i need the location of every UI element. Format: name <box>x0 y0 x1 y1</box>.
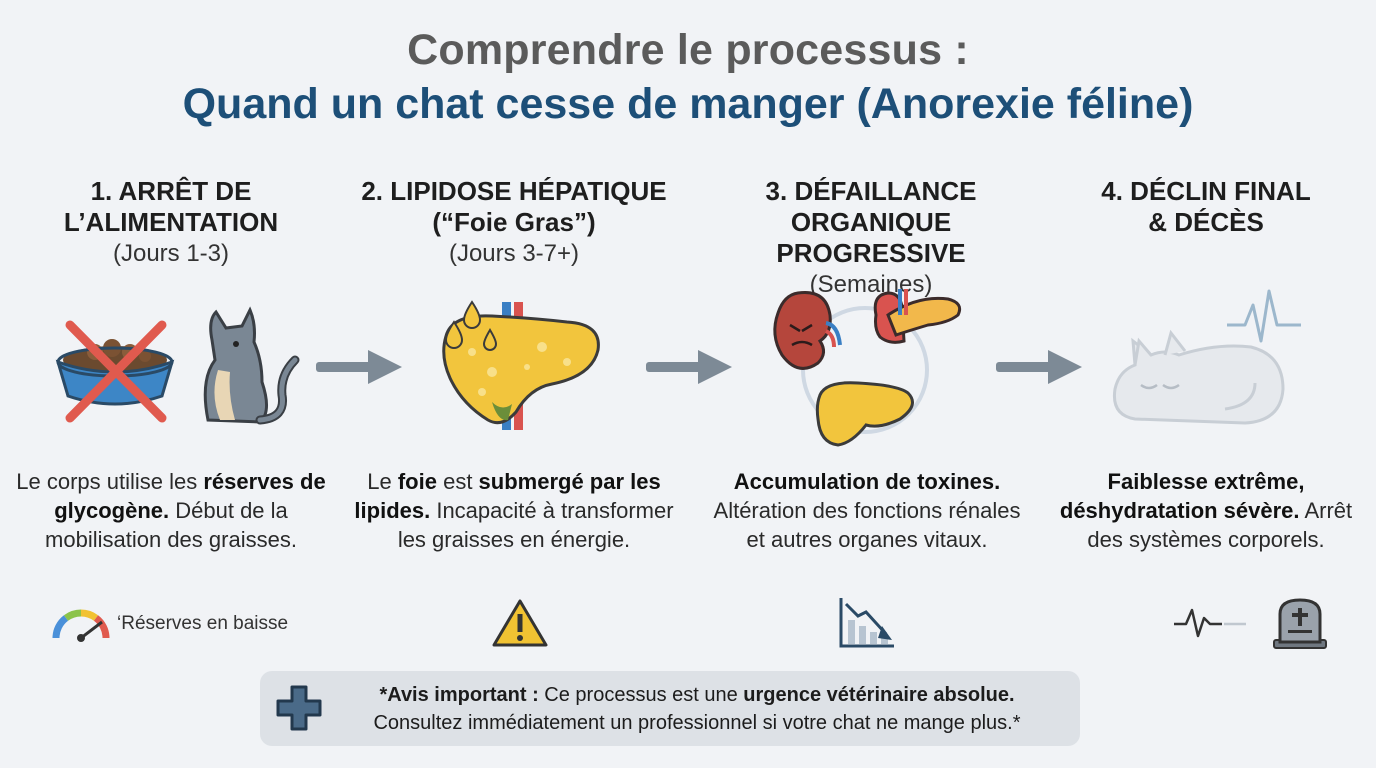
step-2-illustration <box>442 300 600 430</box>
fat-droplet-icon <box>444 300 498 351</box>
description-segment: Incapacité à transformer les graisses en… <box>397 498 674 552</box>
gauge-label: ‘Réserves en baisse <box>117 613 289 634</box>
page-title-line2: Quand un chat cesse de manger (Anorexie … <box>182 80 1194 128</box>
description-segment: Faiblesse extrême, déshydratation sévère… <box>1059 469 1305 523</box>
description-segment: Arrêt des systèmes corporels. <box>1087 498 1353 552</box>
warning-icon <box>492 599 548 647</box>
liver-icon <box>815 381 914 447</box>
description-segment: Début de la mobilisation des graisses. <box>45 498 297 552</box>
flatline-icon <box>1174 608 1246 638</box>
step-2-header: 2. LIPIDOSE HÉPATIQUE (“Foie Gras”) (Jou… <box>349 176 679 269</box>
description-segment: Le <box>367 469 398 494</box>
notice-emphasis: urgence vétérinaire absolue. <box>743 684 1015 706</box>
description-segment: submergé par les lipides. <box>354 469 661 523</box>
notice-prefix: *Avis important : <box>379 684 539 706</box>
description-segment: réserves de glycogène. <box>54 469 326 523</box>
step-3-title: 3. DÉFAILLANCE ORGANIQUE PROGRESSIVE <box>765 176 977 268</box>
step-4-header: 4. DÉCLIN FINAL & DÉCÈS <box>1041 176 1371 238</box>
page-title-line1: Comprendre le processus : <box>407 26 969 74</box>
tombstone-icon <box>1273 598 1327 649</box>
kidney-icon <box>773 290 842 370</box>
step-1-header: 1. ARRÊT DE L’ALIMENTATION (Jours 1-3) <box>6 176 336 269</box>
crossed-out-icon <box>65 320 167 423</box>
fatty-liver-icon <box>442 302 600 430</box>
step-2-title: 2. LIPIDOSE HÉPATIQUE (“Foie Gras”) <box>361 176 667 237</box>
notice-line-1: *Avis important : Ce processus est une u… <box>322 681 1072 709</box>
heartbeat-icon <box>1227 289 1301 343</box>
step-4-title: 4. DÉCLIN FINAL & DÉCÈS <box>1101 176 1311 237</box>
step-4-illustration <box>1112 289 1301 425</box>
description-segment: Le corps utilise les <box>16 469 204 494</box>
notice-text: *Avis important : Ce processus est une u… <box>322 681 1072 737</box>
step-4-description: Faiblesse extrême, déshydratation sévère… <box>1041 467 1371 554</box>
step-3-description: Accumulation de toxines. Altération des … <box>702 467 1032 554</box>
step-3-header: 3. DÉFAILLANCE ORGANIQUE PROGRESSIVE (Se… <box>706 176 1036 300</box>
description-segment: Altération des fonctions rénales et autr… <box>713 498 1021 552</box>
sleeping-cat-icon <box>1112 329 1285 425</box>
step-2-duration: (Jours 3-7+) <box>448 240 580 267</box>
arrow-3-icon <box>996 350 1082 384</box>
declining-chart-icon <box>839 598 894 648</box>
step-1-duration: (Jours 1-3) <box>112 240 230 267</box>
description-segment: est <box>436 469 479 494</box>
notice-middle: Ce processus est une <box>538 684 744 706</box>
notice-line-2: Consultez immédiatement un professionnel… <box>373 712 1021 734</box>
step-1-illustration <box>55 306 300 425</box>
important-notice: *Avis important : Ce processus est une u… <box>260 671 1080 746</box>
description-segment: foie <box>397 469 437 494</box>
arrow-2-icon <box>646 350 732 384</box>
step-3-duration: (Semaines) <box>809 271 933 298</box>
sitting-cat-icon <box>203 306 300 425</box>
step-3-illustration <box>773 289 962 447</box>
step-2-description: Le foie est submergé par les lipides. In… <box>349 467 679 554</box>
gauge-icon <box>52 609 110 642</box>
step-1-title: 1. ARRÊT DE L’ALIMENTATION <box>63 176 279 237</box>
pancreas-icon <box>873 289 962 344</box>
arrow-1-icon <box>316 350 402 384</box>
medical-cross-icon <box>276 685 322 731</box>
description-segment: Accumulation de toxines. <box>733 469 1001 494</box>
step-1-description: Le corps utilise les réserves de glycogè… <box>6 467 336 554</box>
